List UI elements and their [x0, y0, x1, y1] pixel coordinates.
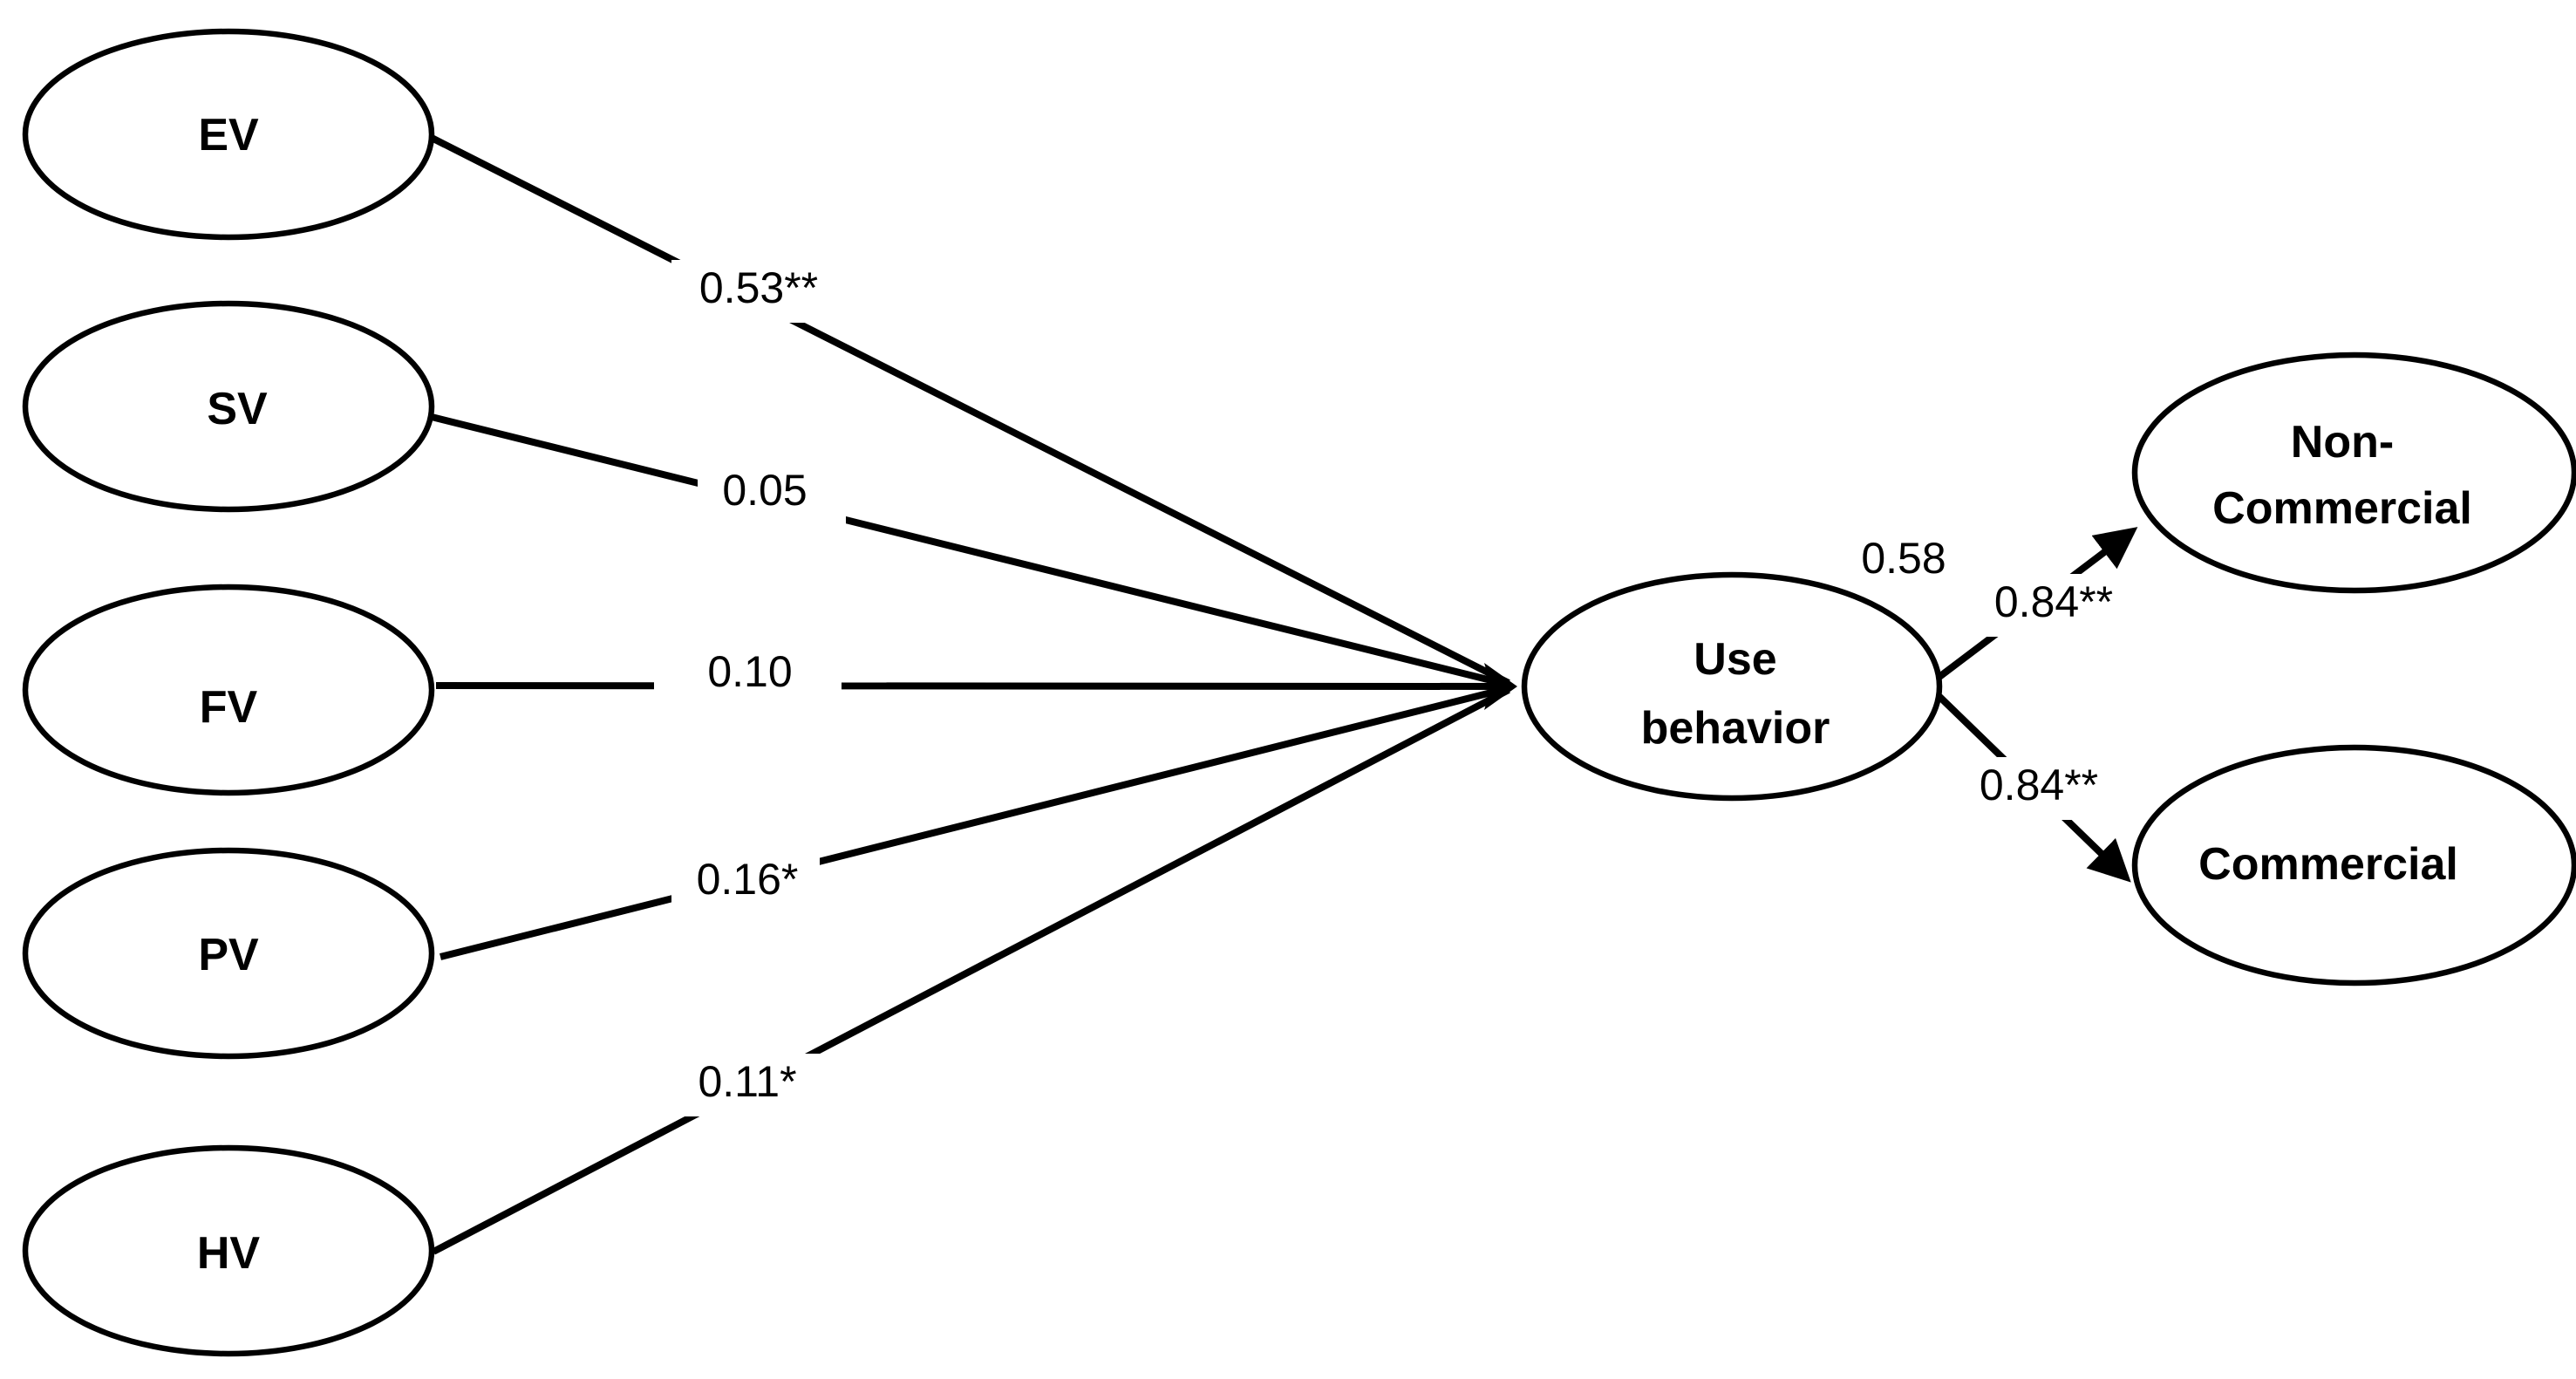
node-hv: HV: [22, 1144, 435, 1357]
node-non-commercial: Non- Commercial: [2131, 352, 2576, 594]
node-sv: SV: [22, 300, 435, 513]
node-hv-label: HV: [197, 1228, 261, 1279]
node-ev-label: EV: [198, 110, 259, 160]
node-non-commercial-label-line-2: Commercial: [2212, 483, 2472, 534]
node-sv-label: SV: [207, 384, 268, 434]
edge-ev-to-use: [430, 134, 1510, 686]
node-ev: EV: [22, 28, 435, 241]
node-use-behavior-label-line-1: Use: [1693, 634, 1776, 685]
node-commercial-label: Commercial: [2198, 839, 2458, 890]
node-fv-label: FV: [200, 682, 258, 733]
edge-label-noncommercial: 0.84**: [1994, 577, 2113, 626]
r-squared-label: 0.58: [1861, 534, 1946, 583]
node-use-behavior: Use behavior: [1521, 571, 1943, 802]
edge-sv-to-use: [431, 413, 1509, 688]
edge-hv-to-use: [432, 686, 1510, 1255]
edge-pv-to-use: [440, 685, 1509, 960]
edge-label-hv: 0.11*: [698, 1057, 796, 1106]
node-use-behavior-label-line-2: behavior: [1641, 703, 1830, 754]
edge-label-ev: 0.53**: [699, 263, 818, 312]
edge-labels: 0.53** 0.05 0.10 0.16* 0.11* 0.84** 0.84…: [654, 260, 2136, 1116]
edge-label-pv: 0.16*: [697, 855, 799, 904]
node-pv-label: PV: [198, 930, 259, 980]
node-commercial: Commercial: [2131, 744, 2576, 986]
edge-label-fv: 0.10: [707, 647, 792, 696]
edge-label-commercial: 0.84**: [1980, 761, 2098, 809]
node-fv: FV: [22, 584, 435, 796]
convergent-arrowhead: [1484, 663, 1517, 710]
node-pv: PV: [22, 847, 435, 1060]
node-non-commercial-label-line-1: Non-: [2291, 417, 2394, 468]
edge-label-sv: 0.05: [722, 466, 807, 515]
